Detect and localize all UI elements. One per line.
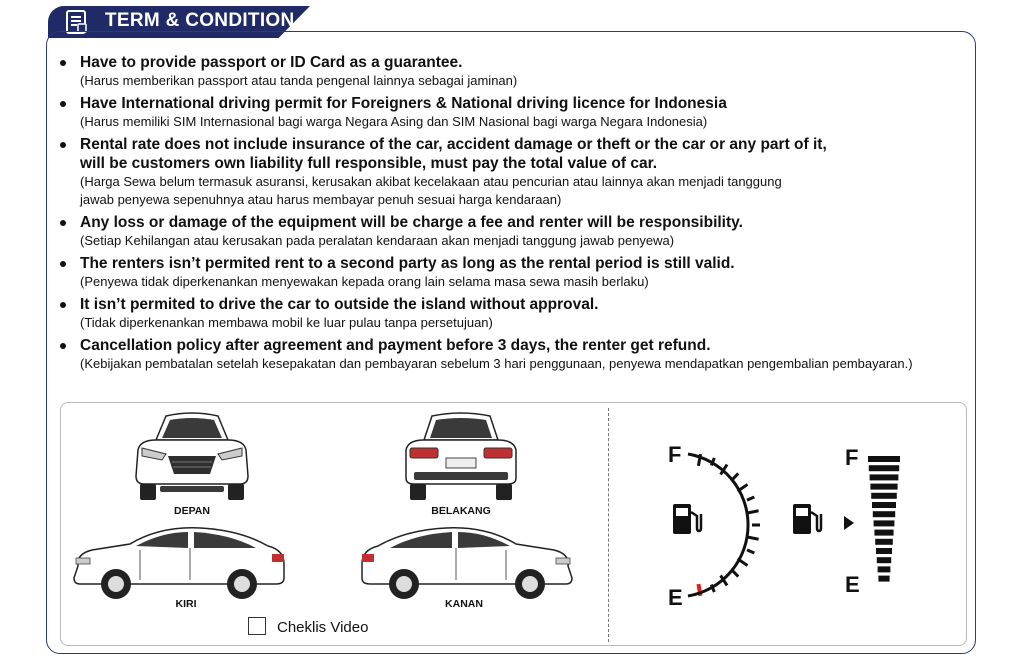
fuel-bar-segment <box>876 548 892 554</box>
bar-full-label: F <box>845 445 859 470</box>
dial-tick <box>731 569 740 578</box>
front-view-label: DEPAN <box>174 505 210 517</box>
fuel-bar-segment <box>873 520 895 527</box>
rear-view-label: BELAKANG <box>431 505 491 517</box>
term-item: Cancellation policy after agreement and … <box>56 336 976 373</box>
dial-tick <box>746 535 759 541</box>
video-checklist-checkbox[interactable] <box>248 617 266 635</box>
car-rear-icon <box>405 412 517 500</box>
term-english: The renters isn’t permited rent to a sec… <box>80 255 735 272</box>
fuel-bar-segment <box>874 529 894 536</box>
fuel-dial-gauge <box>687 452 760 598</box>
term-item: Rental rate does not include insurance o… <box>56 135 976 209</box>
video-checklist-label: Cheklis Video <box>277 619 369 636</box>
dial-full-label: F <box>668 442 682 467</box>
section-divider <box>608 408 609 642</box>
dial-tick <box>731 472 740 481</box>
dial-empty-label: E <box>668 585 683 610</box>
pointer-arrow-icon <box>844 516 854 530</box>
term-english: Have International driving permit for Fo… <box>80 95 727 112</box>
term-english: It isn’t permited to drive the car to ou… <box>80 296 599 313</box>
dial-tick <box>746 548 755 555</box>
fuel-bar-segment <box>868 465 900 472</box>
term-indonesian: (Harus memiliki SIM Internasional bagi w… <box>80 114 708 129</box>
fuel-bar-segment <box>877 566 891 573</box>
car-front-icon <box>135 412 249 500</box>
page-title: TERM & CONDITION <box>105 10 295 31</box>
fuel-bar-segment <box>876 557 892 564</box>
car-left-side-icon <box>73 527 285 599</box>
term-indonesian: (Penyewa tidak diperkenankan menyewakan … <box>80 274 649 289</box>
fuel-pump-icon <box>673 504 703 534</box>
bar-empty-label: E <box>845 572 860 597</box>
term-item: Have to provide passport or ID Card as a… <box>56 53 976 90</box>
fuel-bar-segment <box>872 502 896 508</box>
left-view-label: KIRI <box>175 598 197 610</box>
fuel-bar-segment <box>878 575 890 582</box>
fuel-bar-gauge <box>868 456 900 582</box>
term-indonesian: (Kebijakan pembatalan setelah kesepakata… <box>80 356 913 371</box>
terms-panel <box>46 31 976 654</box>
car-right-side-icon <box>361 527 573 599</box>
term-indonesian: (Harus memberikan passport atau tanda pe… <box>80 73 518 88</box>
document-icon <box>66 10 87 34</box>
term-indonesian: (Harga Sewa belum termasuk asuransi, ker… <box>80 174 782 207</box>
term-indonesian: (Tidak diperkenankan membawa mobil ke lu… <box>80 315 493 330</box>
dial-tick <box>746 509 759 515</box>
dial-tick <box>746 495 755 502</box>
term-item: The renters isn’t permited rent to a sec… <box>56 254 976 291</box>
term-english: Have to provide passport or ID Card as a… <box>80 54 463 71</box>
term-item: Any loss or damage of the equipment will… <box>56 213 976 250</box>
terms-list: Have to provide passport or ID Card as a… <box>56 53 976 377</box>
term-english: Any loss or damage of the equipment will… <box>80 214 743 231</box>
term-english: Rental rate does not include insurance o… <box>80 136 827 172</box>
term-item: Have International driving permit for Fo… <box>56 94 976 131</box>
fuel-pump-icon <box>793 504 823 534</box>
term-english: Cancellation policy after agreement and … <box>80 337 711 354</box>
fuel-bar-segment <box>875 538 893 545</box>
fuel-bar-segment <box>869 474 899 481</box>
fuel-bar-segment <box>868 456 900 462</box>
header-tab <box>48 6 310 38</box>
fuel-bar-segment <box>872 511 896 518</box>
fuel-bar-segment <box>871 492 897 499</box>
right-view-label: KANAN <box>445 598 483 610</box>
term-item: It isn’t permited to drive the car to ou… <box>56 295 976 332</box>
inspection-box <box>60 402 967 646</box>
fuel-bar-segment <box>870 483 898 490</box>
term-indonesian: (Setiap Kehilangan atau kerusakan pada p… <box>80 233 675 248</box>
